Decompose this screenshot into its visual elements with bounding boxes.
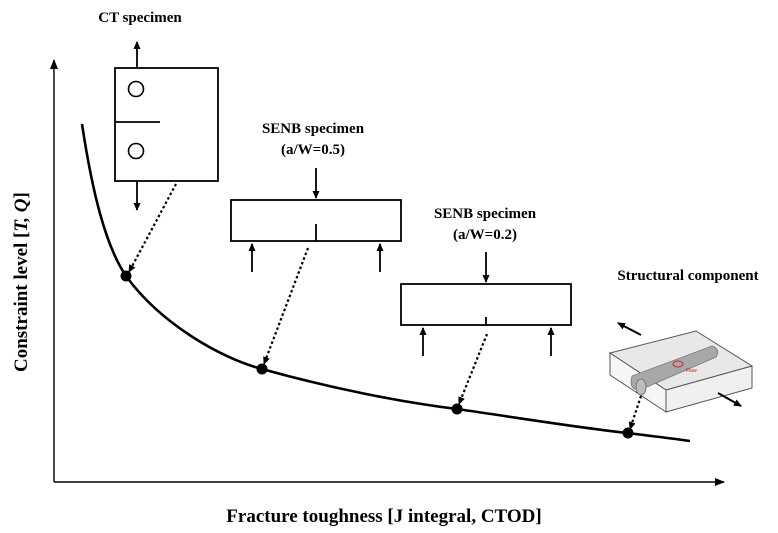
structural-component: Structural component Flaw bbox=[608, 268, 759, 413]
curve-point-senb-05 bbox=[256, 363, 268, 375]
senb-05-subtitle: (a/W=0.5) bbox=[281, 142, 345, 158]
leader-arrow-structural bbox=[628, 395, 643, 430]
senb-specimen-05: SENB specimen (a/W=0.5) bbox=[230, 121, 402, 272]
leader-arrow-ct bbox=[128, 183, 177, 273]
weld-bead bbox=[630, 345, 719, 391]
ct-specimen-title: CT specimen bbox=[98, 10, 182, 26]
curve-point-ct bbox=[120, 270, 132, 282]
senb-specimen-02: SENB specimen (a/W=0.2) bbox=[400, 206, 572, 356]
structural-load-arrow-left bbox=[617, 322, 642, 336]
senb-02-subtitle: (a/W=0.2) bbox=[453, 227, 517, 243]
curve-point-senb-02 bbox=[451, 403, 463, 415]
senb-05-title: SENB specimen bbox=[262, 121, 365, 137]
flaw-label: Flaw bbox=[686, 368, 697, 374]
curve-point-structural bbox=[622, 427, 634, 439]
structural-component-title: Structural component bbox=[617, 268, 758, 284]
plate-side-face bbox=[665, 365, 753, 413]
leader-arrow-senb-02 bbox=[457, 333, 489, 405]
x-axis-title: Fracture toughness [J integral, CTOD] bbox=[226, 506, 541, 527]
ct-pin-hole-top bbox=[127, 80, 145, 98]
structural-load-arrow-right bbox=[717, 392, 742, 407]
weld-root bbox=[635, 378, 647, 396]
ct-pin-hole-bottom bbox=[127, 142, 145, 160]
senb-02-title: SENB specimen bbox=[434, 206, 537, 222]
constraint-curve bbox=[80, 123, 691, 443]
y-axis-title: Constraint level [T, Q] bbox=[11, 192, 32, 372]
leader-arrow-senb-05 bbox=[262, 247, 310, 365]
flaw-marker bbox=[672, 360, 684, 368]
ct-specimen: CT specimen bbox=[98, 10, 219, 211]
